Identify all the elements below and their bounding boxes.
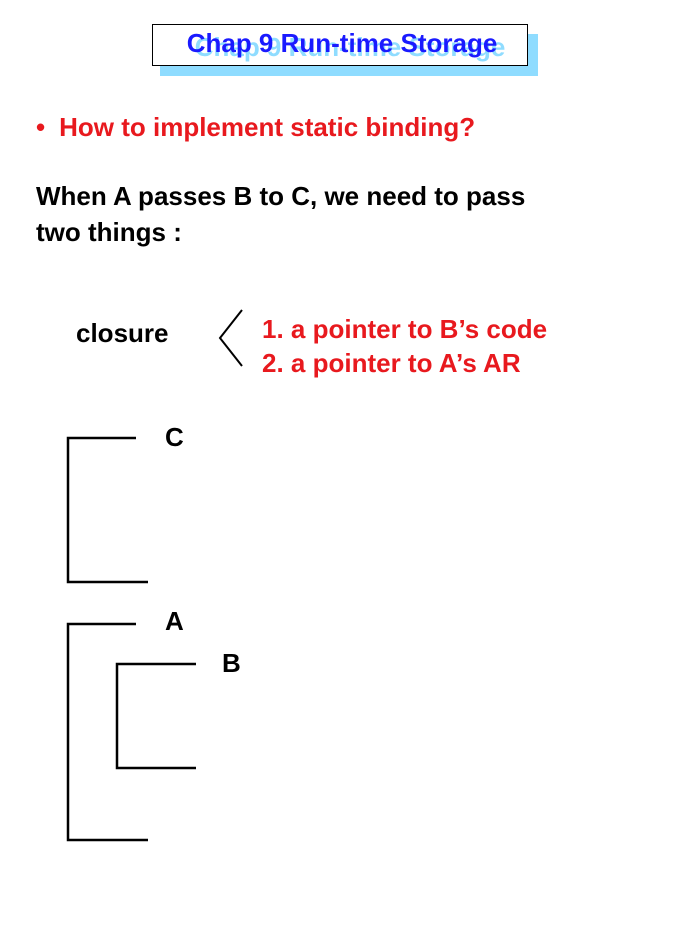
scope-label-c: C [165, 422, 184, 452]
closure-brace [218, 309, 243, 367]
question-line: When A passes B to C, we need to pass [36, 181, 526, 211]
closure-item: 2. a pointer to A’s AR [262, 348, 521, 378]
scope-label-b: B [222, 648, 241, 678]
bullet-item: • How to implement static binding? [36, 112, 475, 143]
bullet-marker: • [36, 112, 46, 142]
scope-b-bracket [115, 662, 196, 770]
scope-c-bracket [66, 436, 148, 584]
title-frame [152, 24, 528, 66]
title-text: Chap 9 Run-time Storage [186, 28, 498, 58]
closure-label: closure [76, 318, 169, 348]
closure-item: 1. a pointer to B’s code [262, 314, 548, 344]
slide-title: Chap 9 Run-time Storage Chap 9 Run-time … [150, 24, 550, 80]
scope-a-bracket [66, 622, 148, 842]
question-line: two things : [36, 217, 182, 247]
scope-label-a: A [165, 606, 184, 636]
bullet-text: How to implement static binding? [59, 112, 476, 142]
question-text: When A passes B to C, we need to pass tw… [36, 178, 656, 250]
title-shadow-text: Chap 9 Run-time Storage [194, 32, 506, 62]
closure-items: 1. a pointer to B’s code 2. a pointer to… [262, 312, 547, 380]
